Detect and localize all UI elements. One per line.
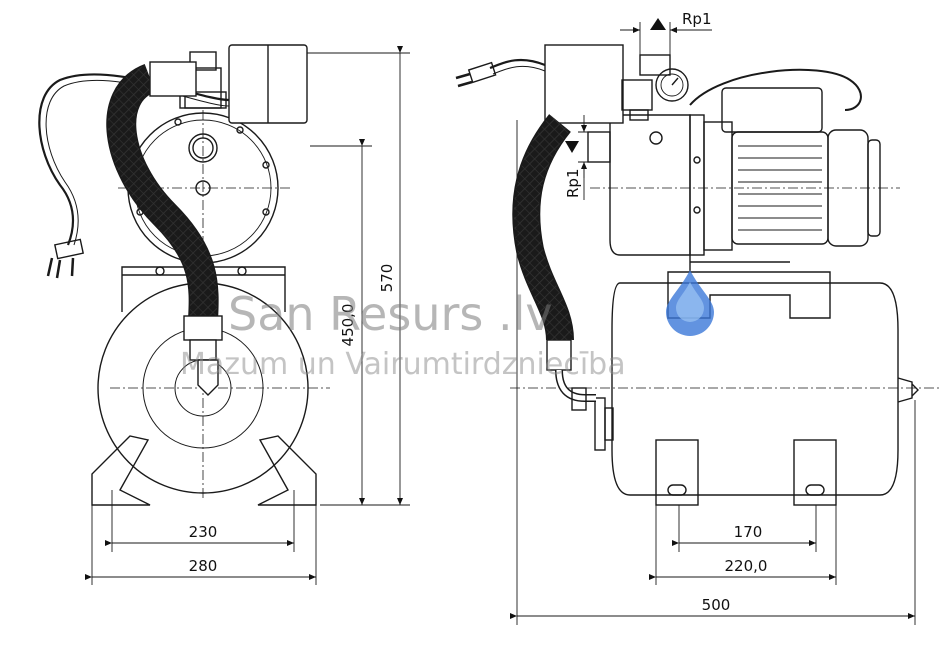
side-tank [611, 282, 899, 496]
side-pressure-switch [544, 44, 624, 124]
front-hose-fittings [149, 61, 223, 396]
front-dimensions [85, 46, 410, 585]
dim-height-450: 450,0 [339, 304, 357, 347]
front-foot-right [257, 435, 317, 506]
side-pressure-gauge [655, 68, 689, 102]
side-dimensions [510, 22, 916, 625]
dim-side-220: 220,0 [725, 557, 768, 575]
dim-side-500: 500 [702, 596, 731, 614]
inlet-arrow-up [650, 18, 666, 30]
inlet-arrow-down [565, 141, 579, 153]
dim-rp1-side: Rp1 [564, 169, 582, 199]
side-cable [489, 58, 546, 70]
dim-height-570: 570 [378, 264, 396, 293]
side-foot-left [655, 439, 699, 506]
front-view [38, 44, 330, 506]
dim-side-170: 170 [734, 523, 763, 541]
watermark-subtitle: Mazum un Vairumtirdzniecība [180, 347, 626, 382]
front-foot-left [91, 435, 151, 506]
dim-front-280: 280 [189, 557, 218, 575]
side-view [455, 44, 940, 506]
dim-rp1-top: Rp1 [682, 10, 712, 28]
dim-front-230: 230 [189, 523, 218, 541]
side-foot-right [793, 439, 837, 506]
side-pump-body [609, 114, 691, 256]
watermark-title: San Resurs .lv [228, 287, 553, 341]
watermark: San Resurs .lv Mazum un Vairumtirdzniecī… [180, 270, 714, 382]
